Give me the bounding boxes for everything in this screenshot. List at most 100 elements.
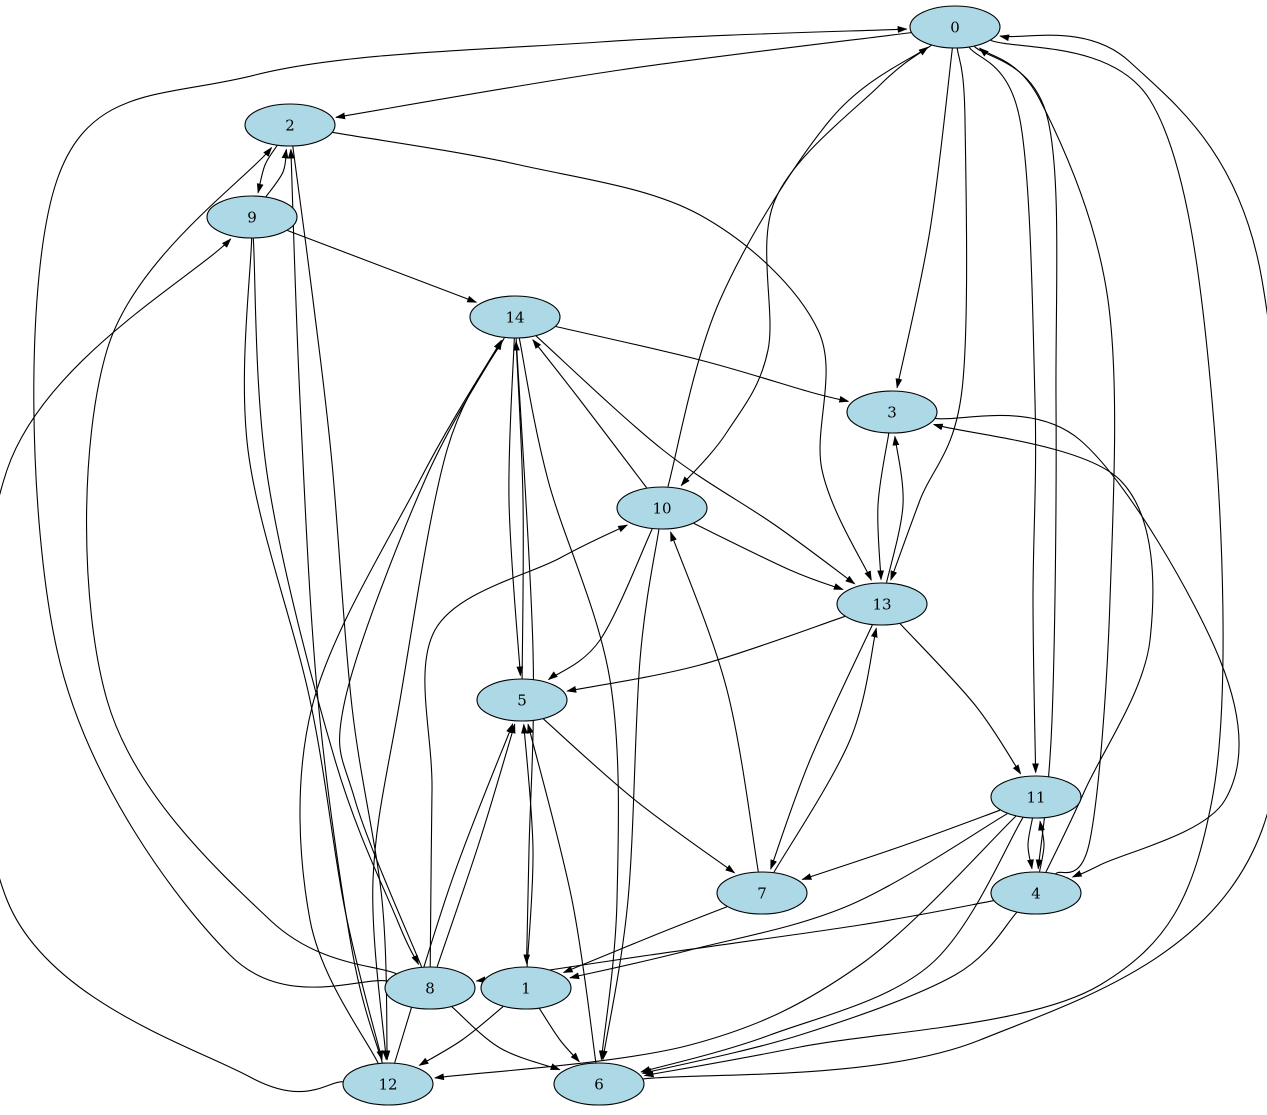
edge-9-to-2 xyxy=(265,148,289,197)
edge-11-to-12 xyxy=(433,815,1017,1081)
edge-4-to-6 xyxy=(641,912,1018,1075)
edge-2-to-9 xyxy=(256,145,278,194)
node-label-4: 4 xyxy=(1031,885,1041,903)
edge-3-to-4 xyxy=(935,414,1240,878)
node-label-12: 12 xyxy=(378,1076,397,1094)
edge-10-to-13 xyxy=(693,522,844,591)
node-ellipse-5 xyxy=(476,678,568,722)
edge-10-to-6 xyxy=(600,529,660,1061)
node-ellipse-9 xyxy=(206,195,298,239)
edge-8-to-14 xyxy=(339,339,503,968)
node-ellipse-8 xyxy=(384,966,476,1010)
edge-10-to-0 xyxy=(667,46,929,487)
node-label-13: 13 xyxy=(872,596,891,614)
edge-12-to-9 xyxy=(0,238,343,1093)
node-ellipse-0 xyxy=(909,5,1001,49)
node-ellipse-6 xyxy=(553,1062,645,1106)
edge-13-to-11 xyxy=(899,623,1022,775)
nodes-layer: 0 2 9 14 3 10 13 5 11 7 4 8 1 12 6 xyxy=(206,5,1082,1106)
edge-14-to-3 xyxy=(555,325,850,403)
node-label-10: 10 xyxy=(652,500,671,518)
edge-0-to-2 xyxy=(335,32,912,120)
edge-10-to-14 xyxy=(532,338,648,489)
edge-9-to-12 xyxy=(243,238,384,1061)
edge-8-to-2 xyxy=(86,146,397,975)
node-label-1: 1 xyxy=(521,980,531,998)
node-label-0: 0 xyxy=(950,19,960,37)
edge-11-to-6 xyxy=(640,817,1024,1073)
edge-9-to-14 xyxy=(287,229,478,303)
edge-13-to-3 xyxy=(886,435,904,583)
node-ellipse-14 xyxy=(469,295,561,339)
edge-0-to-13 xyxy=(890,48,968,581)
node-ellipse-7 xyxy=(716,871,808,915)
edge-6-to-0 xyxy=(643,34,1267,1080)
graph-node-4: 4 xyxy=(990,871,1082,915)
edge-1-to-5 xyxy=(521,723,534,967)
edge-8-to-6 xyxy=(451,1006,561,1071)
graph-node-2: 2 xyxy=(244,103,336,147)
node-ellipse-3 xyxy=(846,390,938,434)
edge-7-to-13 xyxy=(773,627,878,873)
edges-layer xyxy=(0,26,1267,1093)
edge-1-to-12 xyxy=(418,1006,504,1066)
graph-node-1: 1 xyxy=(480,966,572,1010)
edge-10-to-5 xyxy=(547,528,653,681)
node-ellipse-1 xyxy=(480,966,572,1010)
node-label-9: 9 xyxy=(247,209,257,227)
graph-node-0: 0 xyxy=(909,5,1001,49)
node-ellipse-12 xyxy=(342,1062,434,1106)
edge-14-to-5 xyxy=(508,338,524,677)
graph-node-6: 6 xyxy=(553,1062,645,1106)
edge-8-to-0 xyxy=(33,26,908,988)
graph-node-3: 3 xyxy=(846,390,938,434)
edge-5-to-7 xyxy=(543,718,736,874)
edge-3-to-13 xyxy=(877,433,890,581)
edge-7-to-1 xyxy=(562,906,728,974)
node-ellipse-10 xyxy=(616,486,708,530)
edge-14-to-13 xyxy=(535,335,856,585)
edge-6-to-5 xyxy=(526,723,597,1063)
edge-2-to-13 xyxy=(332,131,872,582)
graph-node-10: 10 xyxy=(616,486,708,530)
graph-node-14: 14 xyxy=(469,295,561,339)
edge-0-to-3 xyxy=(895,48,953,389)
edge-12-to-14 xyxy=(299,339,502,1064)
edge-4-to-8 xyxy=(475,900,994,984)
node-ellipse-13 xyxy=(836,582,928,626)
edge-12-to-2 xyxy=(287,148,383,1063)
edge-14-to-6 xyxy=(518,338,620,1061)
node-label-3: 3 xyxy=(887,404,897,422)
graph-node-12: 12 xyxy=(342,1062,434,1106)
node-label-11: 11 xyxy=(1026,789,1045,807)
node-label-8: 8 xyxy=(425,980,435,998)
node-ellipse-11 xyxy=(990,775,1082,819)
edge-8-to-5 xyxy=(436,723,516,967)
edge-11-to-1 xyxy=(569,813,1008,980)
node-label-7: 7 xyxy=(757,885,767,903)
node-label-6: 6 xyxy=(594,1076,604,1094)
edge-7-to-10 xyxy=(670,531,759,872)
node-ellipse-2 xyxy=(244,103,336,147)
graph-node-13: 13 xyxy=(836,582,928,626)
edge-12-to-5 xyxy=(394,723,514,1063)
node-label-5: 5 xyxy=(517,692,527,710)
edge-1-to-6 xyxy=(538,1008,580,1063)
edge-0-to-6 xyxy=(643,39,1224,1078)
edge-0-to-11 xyxy=(968,47,1039,774)
node-ellipse-4 xyxy=(990,871,1082,915)
edge-2-to-12 xyxy=(292,146,391,1061)
edge-4-to-11 xyxy=(1038,820,1045,872)
edge-14-to-12 xyxy=(372,337,505,1061)
edge-13-to-5 xyxy=(566,615,846,693)
node-label-14: 14 xyxy=(505,309,524,327)
edge-13-to-7 xyxy=(770,624,873,870)
graph-node-5: 5 xyxy=(476,678,568,722)
edge-0-to-4 xyxy=(974,46,1058,870)
node-label-2: 2 xyxy=(285,117,295,135)
graph-node-9: 9 xyxy=(206,195,298,239)
edge-11-to-4 xyxy=(1027,818,1034,870)
edge-0-to-10 xyxy=(680,44,932,487)
